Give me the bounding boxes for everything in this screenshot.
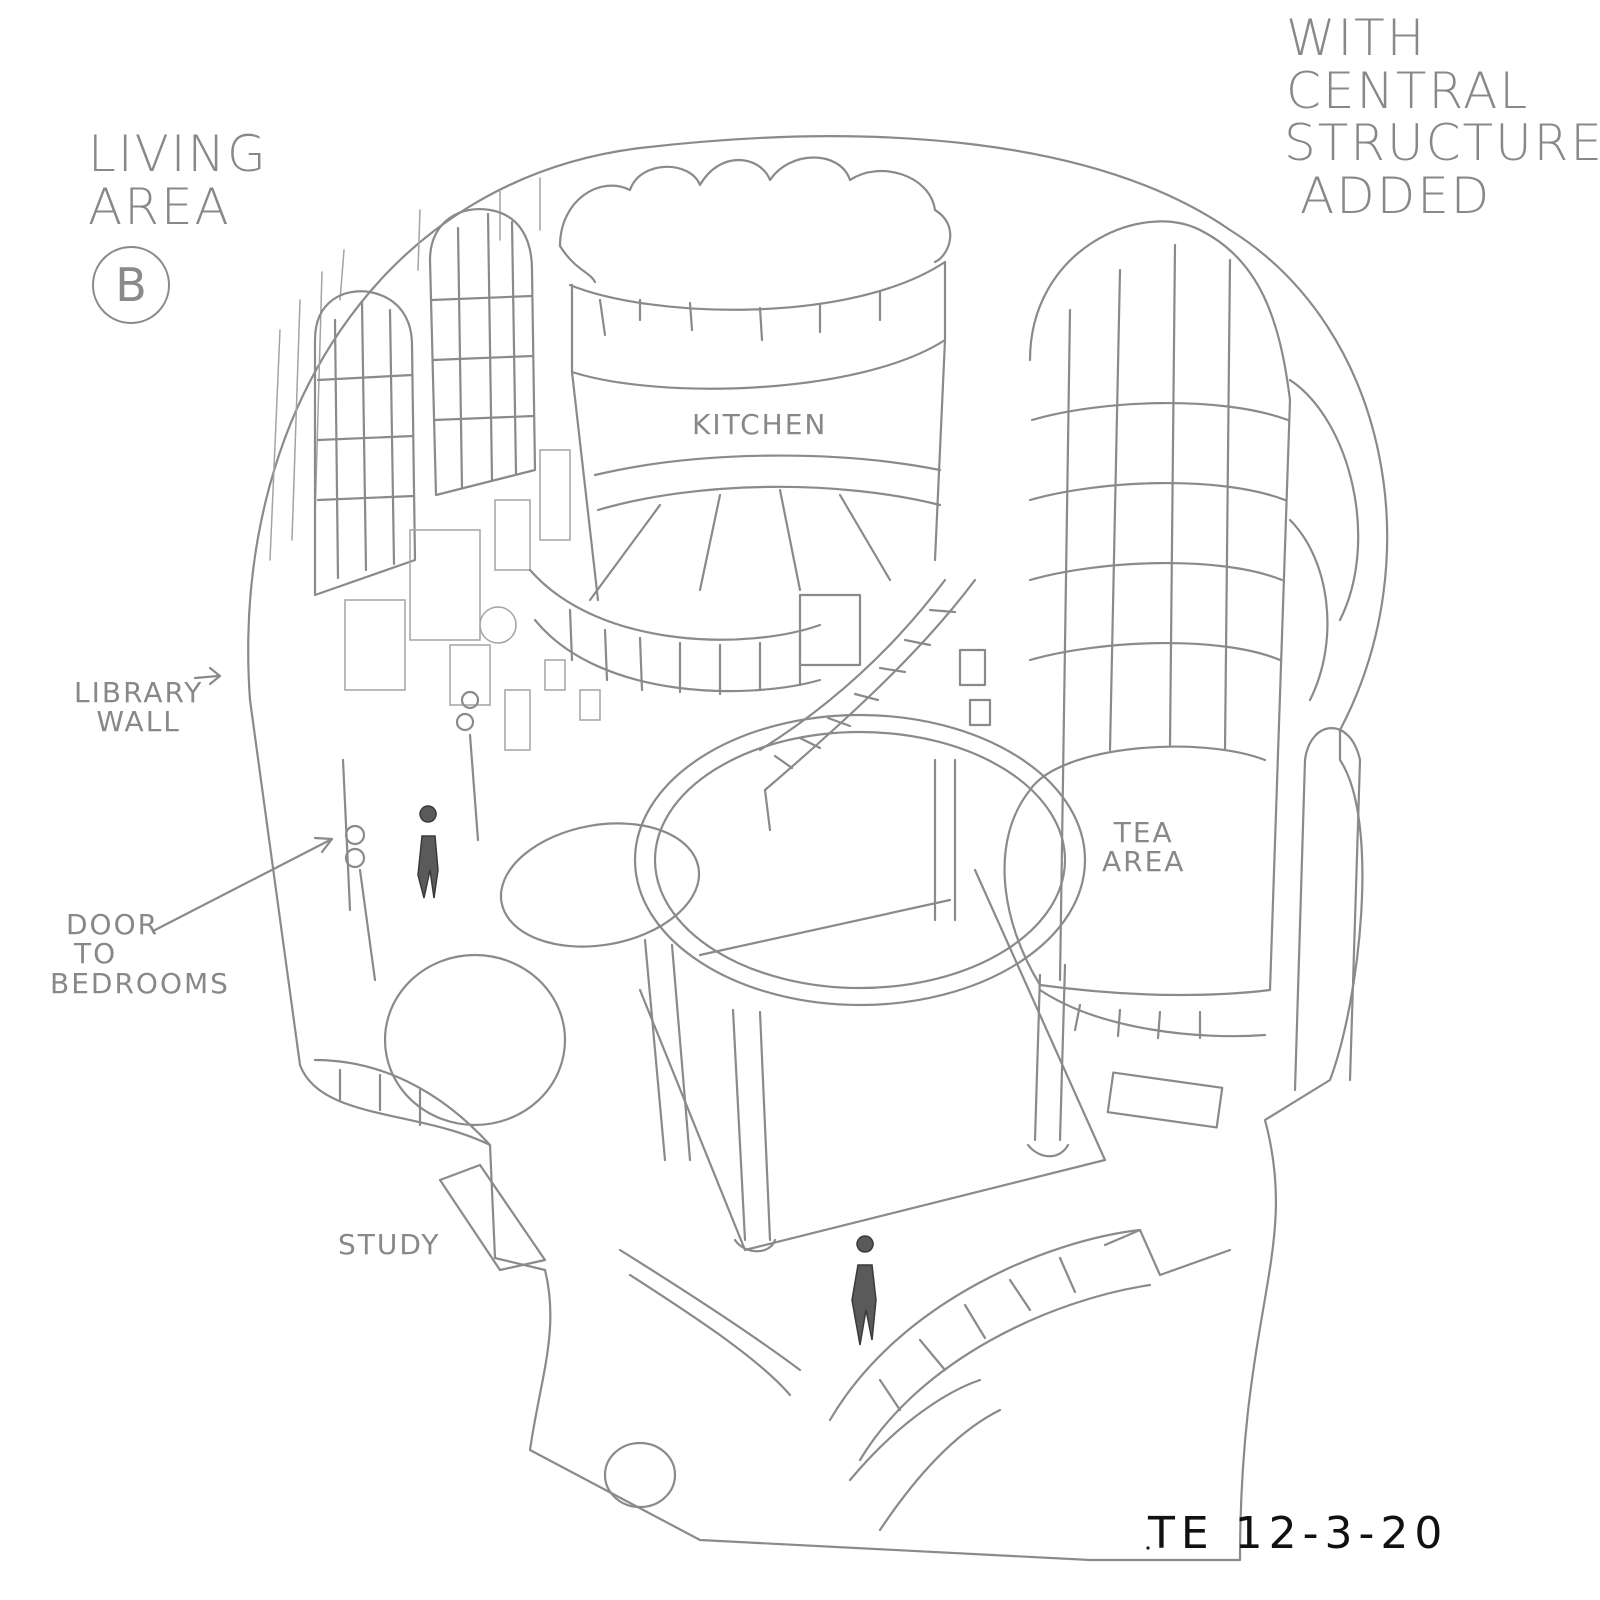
subtitle-line-1: WITH <box>1286 9 1427 67</box>
title-line-2: AREA <box>88 177 231 236</box>
subtitle-label: WITH CENTRAL STRUCTURE ADDED <box>1284 9 1600 225</box>
floor-rugs <box>383 822 701 1127</box>
figure-upper <box>417 805 439 899</box>
title-line-1: LIVING <box>88 125 268 183</box>
library-wall-label: LIBRARY WALL <box>74 678 203 737</box>
library-wall-panels <box>344 449 601 751</box>
door-to-bedrooms-label: DOOR TO BEDROOMS <box>50 908 230 1000</box>
outer-wall-outline <box>247 135 1389 1562</box>
tea-area-label: TEA AREA <box>1102 818 1185 877</box>
central-tower <box>570 338 947 602</box>
subtitle-line-3: STRUCTURE <box>1284 114 1600 172</box>
tea-area-dome <box>1003 220 1360 1129</box>
central-gazebo <box>633 713 1107 1253</box>
arched-windows <box>313 208 537 597</box>
door-line-3: BEDROOMS <box>50 966 230 1000</box>
figure-lower <box>851 1235 877 1346</box>
library-line-2: WALL <box>96 705 181 739</box>
right-arch-door <box>1293 727 1362 1092</box>
library-line-1: LIBRARY <box>74 676 204 709</box>
spiral-staircase <box>758 578 992 832</box>
subtitle-line-4: ADDED <box>1300 166 1492 225</box>
balcony-railing <box>528 568 862 696</box>
study-label: STUDY <box>338 1228 441 1261</box>
tea-line-2: AREA <box>1102 845 1186 879</box>
artist-signature: TE 12-3-20 <box>1148 1508 1449 1559</box>
door-line-1: DOOR <box>66 908 160 941</box>
subtitle-line-2: CENTRAL <box>1286 61 1530 120</box>
planter-box <box>558 156 952 390</box>
lower-stairs <box>313 1058 1232 1532</box>
tea-line-1: TEA <box>1113 816 1174 849</box>
annotation-arrows <box>153 666 334 932</box>
title-label: LIVING AREA <box>88 128 268 233</box>
kitchen-label: KITCHEN <box>692 408 828 441</box>
door-line-2: TO <box>74 937 118 971</box>
human-figures <box>417 805 877 1346</box>
title-badge: B <box>92 246 170 324</box>
lamp-posts <box>341 690 480 982</box>
left-wall-stripes <box>269 177 541 561</box>
